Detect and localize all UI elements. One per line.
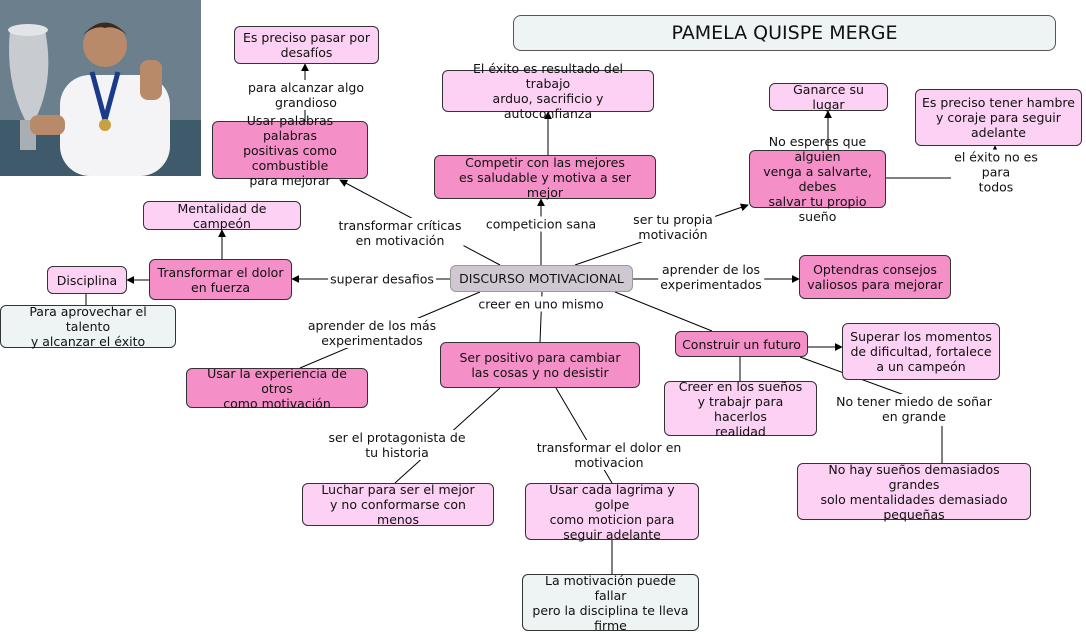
label-no-miedo-sonar: No tener miedo de soñar en grande — [834, 394, 994, 424]
label-superar-desafios: superar desafios — [328, 271, 436, 287]
node-pasar-desafios[interactable]: Es preciso pasar por desafíos — [234, 26, 379, 64]
label-aprender-experimentados: aprender de los experimentados — [658, 262, 764, 292]
node-palabras-positivas[interactable]: Usar palabras palabras positivas como co… — [212, 113, 368, 188]
label-dolor-motivacion: transformar el dolor en motivacion — [534, 440, 684, 470]
label-aprender-mas-experimentados: aprender de los más experimentados — [305, 318, 439, 348]
node-no-esperes[interactable]: No esperes que alguien venga a salvarte,… — [749, 134, 886, 224]
node-transformar-dolor[interactable]: Transformar el dolor en fuerza — [149, 259, 292, 300]
label-propia-motivacion: ser tu propia motivación — [631, 212, 715, 242]
node-motivacion-falla[interactable]: La motivación puede fallar pero la disci… — [522, 573, 699, 633]
label-transformar-criticas: transformar críticas en motivación — [336, 218, 464, 248]
node-no-hay-suenos[interactable]: No hay sueños demasiados grandes solo me… — [797, 462, 1031, 522]
node-consejos[interactable]: Optendras consejos valiosos para mejorar — [799, 255, 951, 299]
edge-center-construir — [614, 291, 713, 332]
node-hambre-coraje[interactable]: Es preciso tener hambre y coraje para se… — [915, 89, 1082, 146]
central-topic-node[interactable]: DISCURSO MOTIVACIONAL — [450, 265, 633, 292]
node-mentalidad[interactable]: Mentalidad de campeón — [143, 201, 301, 231]
node-lagrima[interactable]: Usar cada lagrima y golpe como moticion … — [525, 482, 699, 542]
label-exito-no-todos: el éxito no es para todos — [951, 149, 1041, 195]
node-construir-futuro[interactable]: Construir un futuro — [675, 331, 808, 357]
node-superar-momentos[interactable]: Superar los momentos de dificultad, fort… — [842, 323, 1000, 380]
label-creer-uno-mismo: creer en uno mismo — [476, 296, 606, 312]
node-disciplina[interactable]: Disciplina — [47, 266, 127, 294]
label-alcanzar-algo: para alcanzar algo grandioso — [245, 80, 367, 110]
node-positivo[interactable]: Ser positivo para cambiar las cosas y no… — [440, 342, 640, 388]
node-creer-suenos[interactable]: Creer en los sueños y trabajr para hacer… — [664, 379, 817, 439]
node-aprovechar-talento[interactable]: Para aprovechar el talento y alcanzar el… — [0, 304, 176, 349]
node-competir[interactable]: Competir con las mejores es saludable y … — [434, 155, 656, 200]
page-title: PAMELA QUISPE MERGE — [513, 15, 1056, 51]
node-ganarce-lugar[interactable]: Ganarce su lugar — [769, 82, 888, 112]
node-luchar[interactable]: Luchar para ser el mejor y no conformars… — [302, 482, 494, 527]
node-exito-trabajo[interactable]: El éxito es resultado del trabajo arduo,… — [442, 61, 654, 121]
athlete-with-trophy-photo — [0, 0, 201, 176]
label-protagonista: ser el protagonista de tu historia — [326, 430, 468, 460]
label-competicion-sana: competicion sana — [483, 216, 599, 232]
node-experiencia[interactable]: Usar la experiencia de otros como motiva… — [186, 366, 368, 411]
